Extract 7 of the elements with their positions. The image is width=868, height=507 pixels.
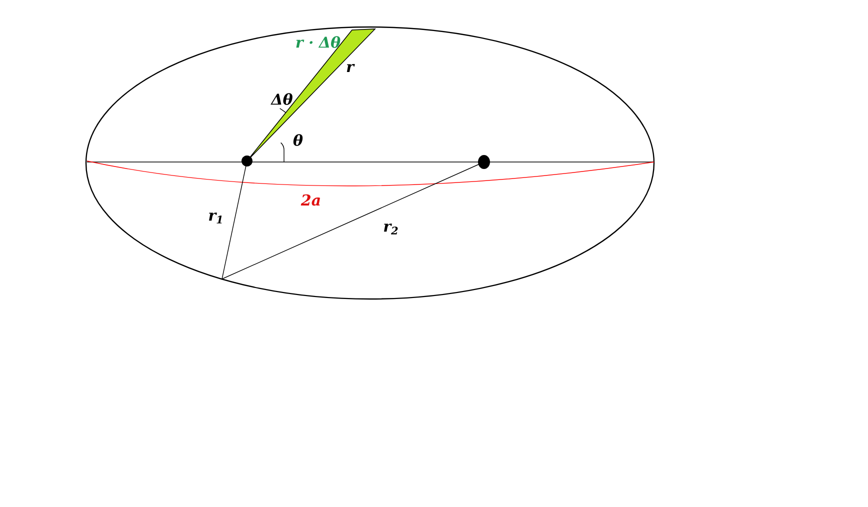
math-label: r$_{1}$ bbox=[209, 212, 222, 224]
math-label: 2a bbox=[300, 194, 320, 206]
math-label: r · Δθ bbox=[296, 36, 340, 48]
math-label: θ bbox=[293, 134, 303, 146]
math-label: Δθ bbox=[270, 93, 292, 105]
math-label: r$_{2}$ bbox=[384, 224, 398, 234]
math-label: r bbox=[346, 64, 355, 72]
